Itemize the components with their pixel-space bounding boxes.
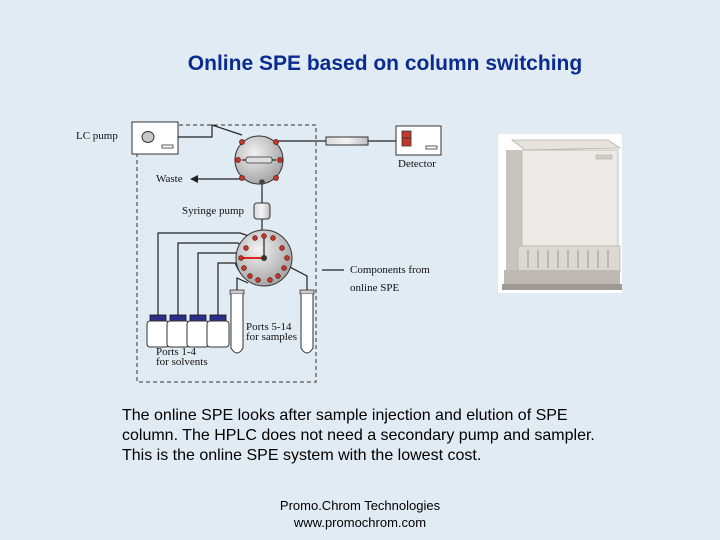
syringe-pump-label: Syringe pump [182, 205, 245, 217]
ports-samples-label-line1: Ports 5-14 [246, 321, 292, 333]
selector-valve [235, 229, 293, 287]
components-label-line2: online SPE [350, 282, 400, 294]
detector [395, 125, 442, 156]
solvent-bottle [166, 314, 190, 348]
ports-solvents-label-line1: Ports 1-4 [156, 346, 197, 358]
description-line-3: This is the online SPE system with the l… [122, 447, 482, 464]
spe-column [325, 136, 369, 146]
detector-label: Detector [398, 158, 436, 170]
footer-company: Promo.Chrom Technologies [279, 498, 441, 513]
spe-instrument-illustration [498, 134, 622, 293]
footer-website: www.promochrom.com [293, 515, 427, 530]
waste-label: Waste [156, 173, 183, 185]
column-switching-valve [234, 135, 284, 185]
components-label-line1: Components from [350, 264, 430, 276]
solvent-bottle [206, 314, 230, 348]
ports-samples-label-line2: for samples [246, 331, 298, 343]
description-line-2: column. The HPLC does not need a seconda… [122, 427, 595, 444]
description-text: The online SPE looks after sample inject… [122, 406, 682, 466]
lc-pump [131, 121, 179, 155]
description-line-1: The online SPE looks after sample inject… [122, 407, 568, 424]
syringe-pump [253, 202, 271, 220]
pump-to-valve-line [178, 124, 243, 138]
system-enclosure [136, 124, 317, 383]
lc-pump-label: LC pump [76, 130, 118, 142]
waste-arrow [190, 175, 198, 183]
sample-tube-right [299, 289, 315, 354]
solvent-bottle [146, 314, 170, 348]
solvent-bottle [186, 314, 210, 348]
slide-title: Online SPE based on column switching [187, 52, 583, 75]
solvent-bottles [146, 314, 230, 348]
sample-tube-left [229, 289, 245, 354]
ports-solvents-label-line2: for solvents [156, 356, 208, 368]
